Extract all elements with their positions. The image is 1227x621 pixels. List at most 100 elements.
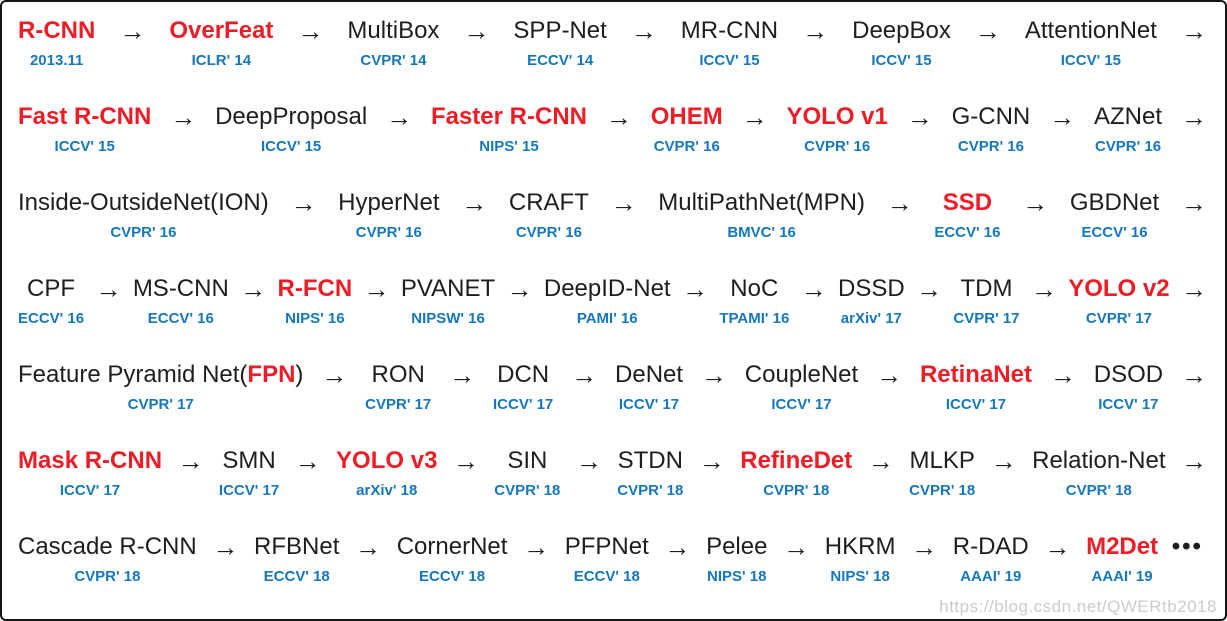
arrow-icon: → [681,274,708,304]
arrow-icon: → [741,102,768,132]
venue-label: NIPS' 16 [285,310,345,327]
arrow-icon: → [212,532,239,562]
arrow-icon: → [452,446,479,476]
venue-label: ICCV' 17 [218,482,280,499]
model-entry: Mask R-CNN ICCV' 17 [18,443,162,499]
venue-label: CVPR' 18 [494,482,561,499]
venue-label: ECCV' 16 [18,310,85,327]
arrow-icon: → [1180,446,1207,476]
arrow-icon: → [1180,188,1207,218]
model-name-highlight-segment: FPN [247,361,296,388]
arrow-icon: → [1180,16,1207,46]
arrow-icon: → [800,274,827,304]
model-name: RefineDet [740,447,853,474]
venue-label: ICCV' 17 [945,396,1007,413]
arrow-icon: → [886,188,913,218]
arrow-icon: → [571,360,598,390]
model-entry: MS-CNN ECCV' 16 [133,271,229,327]
arrow-icon: → [1180,102,1207,132]
venue-label: ICCV' 17 [771,396,832,413]
venue-label: NIPS' 18 [830,568,890,585]
model-name: Fast R-CNN [18,103,152,130]
arrow-icon: → [605,102,632,132]
model-name: STDN [617,447,683,474]
model-name-segment: ) [295,361,304,388]
arrow-icon: → [177,446,204,476]
venue-label: ICCV' 15 [1060,52,1122,69]
model-name: OverFeat [169,17,274,44]
venue-label: ECCV' 16 [147,310,214,327]
arrow-icon: → [974,16,1001,46]
model-name: CornerNet [396,533,508,560]
watermark: https://blog.csdn.net/QWERtb2018 [939,597,1217,616]
arrow-icon: → [1049,360,1076,390]
venue-label: NIPSW' 16 [411,310,485,327]
model-name: DeepBox [852,17,951,44]
venue-label: ICCV' 17 [59,482,121,499]
arrow-icon: → [523,532,550,562]
model-name: Mask R-CNN [18,447,163,474]
model-name: Cascade R-CNN [18,533,197,560]
model-name: DeepProposal [215,103,368,130]
venue-label: CVPR' 17 [953,310,1020,327]
model-name: RON [371,361,425,388]
arrow-icon: → [1180,274,1207,304]
arrow-icon: → [290,188,317,218]
venue-label: CVPR' 16 [653,138,720,155]
venue-label: ECCV' 16 [1081,224,1148,241]
model-name: AZNet [1094,103,1163,130]
model-name: YOLO v2 [1068,275,1170,302]
arrow-icon: → [363,274,390,304]
model-name: DSOD [1093,361,1164,388]
venue-label: ECCV' 16 [934,224,1001,241]
model-name: G-CNN [951,103,1031,130]
venue-label: BMVC' 16 [727,224,796,241]
venue-label: ECCV' 14 [527,52,594,69]
venue-label: CVPR' 16 [110,224,177,241]
model-name: OHEM [650,103,723,130]
model-name-segment: Feature Pyramid Net( [18,361,248,388]
venue-label: ECCV' 18 [263,568,330,585]
model-name: HKRM [824,533,896,560]
model-name: MS-CNN [132,275,229,302]
arrow-icon: → [321,360,348,390]
arrow-icon: → [990,446,1017,476]
model-name: Inside-OutsideNet(ION) [18,189,269,216]
arrow-icon: → [700,360,727,390]
venue-label: AAAI' 19 [1091,568,1153,585]
arrow-icon: → [906,102,933,132]
model-name: CRAFT [508,189,589,216]
arrow-icon: → [170,102,197,132]
model-name: Pelee [706,533,768,560]
model-name: SPP-Net [513,17,607,44]
venue-label: CVPR' 16 [1094,138,1162,155]
arrow-icon: → [916,274,943,304]
